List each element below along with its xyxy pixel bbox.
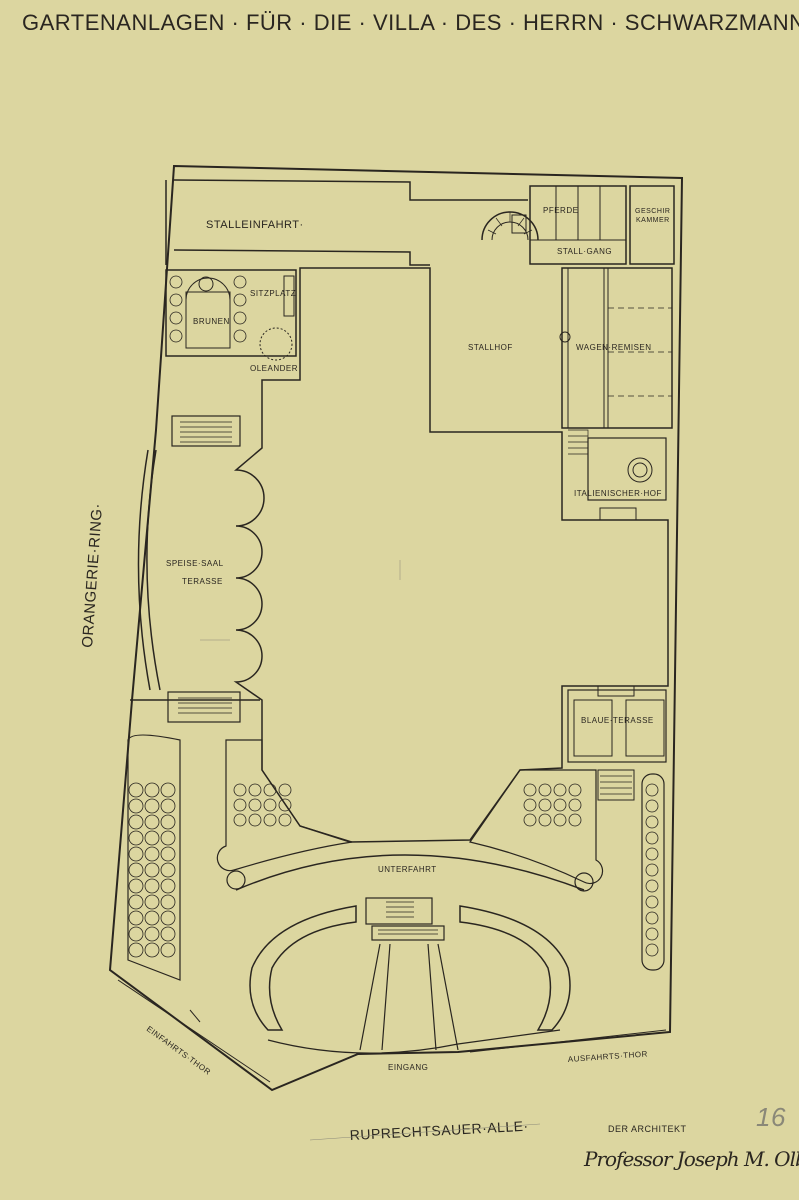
driveway-outer-curve xyxy=(235,854,585,891)
brunnen-label: BRUNEN xyxy=(193,317,230,326)
pferde-label: PFERDE xyxy=(543,206,578,215)
stalleinfahrt-label: STALLEINFAHRT· xyxy=(206,219,304,231)
crescent-lawn-right xyxy=(459,905,571,1031)
spiral-stair xyxy=(481,211,539,241)
crescent-lawn-left xyxy=(249,905,357,1031)
ausfahrt-gate xyxy=(469,1029,667,1053)
orangerie-ring-label: ORANGERIE·RING· xyxy=(79,502,106,648)
einfahrt-gate xyxy=(117,979,271,1083)
unterfahrt-label: UNTERFAHRT xyxy=(378,865,437,874)
lower-terrace-steps xyxy=(130,691,260,723)
sheet-number: 16 xyxy=(756,1102,786,1132)
entrance-stairs xyxy=(359,897,459,1051)
der-architekt-label: DER ARCHITEKT xyxy=(608,1124,687,1134)
architect-signature: Professor Joseph M. Olbrich xyxy=(583,1147,799,1171)
blaue-terasse-label: BLAUE·TERASSE xyxy=(581,716,654,725)
stable-building: PFERDE GESCHIR KAMMER STALL·GANG xyxy=(529,185,675,265)
orangerie-trees-left xyxy=(127,734,181,981)
stable-entrance-lane xyxy=(165,179,528,266)
pencil-guide-lines xyxy=(200,560,541,1141)
geschirrkammer-label-2: KAMMER xyxy=(636,217,670,224)
terasse-label: TERASSE xyxy=(182,577,223,586)
dining-terrace-curve xyxy=(137,449,161,691)
stallhof-label: STALLHOF xyxy=(468,343,513,352)
tree-grove-right xyxy=(469,769,604,892)
orangerie-trees-right xyxy=(641,773,665,971)
einfahrts-thor-label: EINFAHRTS·THOR xyxy=(145,1024,213,1077)
wagen-remisen-label: WAGEN·REMISEN xyxy=(576,343,652,352)
brunnen-garden: BRUNEN SITZPLATZ OLEANDER xyxy=(165,269,298,373)
blue-terrace: BLAUE·TERASSE xyxy=(567,685,667,801)
italienischer-hof-label: ITALIENISCHER·HOF xyxy=(574,489,662,498)
speise-saal-label: SPEISE·SAAL xyxy=(166,559,224,568)
tree-grove-left xyxy=(216,739,353,890)
ruprechtsauer-alle-label: RUPRECHTSAUER·ALLE· xyxy=(349,1118,529,1143)
oleander-label: OLEANDER xyxy=(250,364,298,373)
forecourt-curve xyxy=(267,1029,561,1054)
stallgang-label: STALL·GANG xyxy=(557,247,612,256)
upper-terrace-steps xyxy=(171,415,241,447)
geschirrkammer-label-1: GESCHIR xyxy=(635,208,670,215)
property-boundary xyxy=(108,164,684,1092)
italian-courtyard: ITALIENISCHER·HOF xyxy=(568,429,667,521)
wagon-sheds: WAGEN·REMISEN xyxy=(559,267,673,429)
sitzplatz-label: SITZPLATZ xyxy=(250,289,296,298)
villa-footprint xyxy=(233,267,669,843)
eingang-label: EINGANG xyxy=(388,1063,428,1072)
drawing-title: GARTENANLAGEN · FÜR · DIE · VILLA · DES … xyxy=(22,10,799,35)
ausfahrts-thor-label: AUSFAHRTS·THOR xyxy=(568,1049,649,1064)
